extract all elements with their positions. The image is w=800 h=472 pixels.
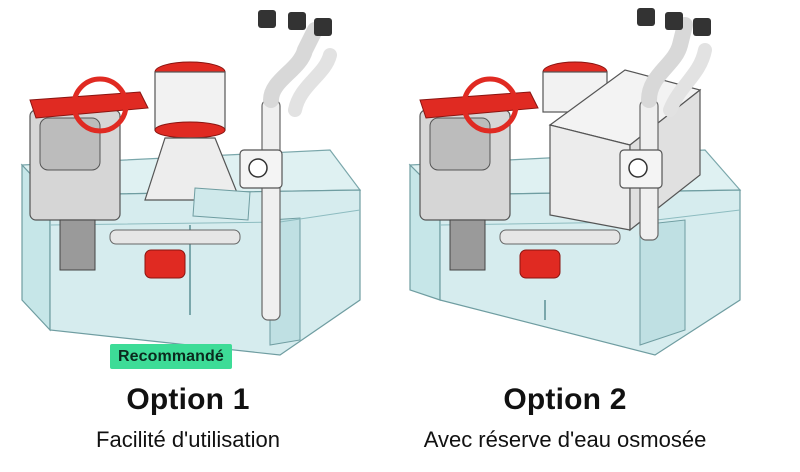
skimmer-pump — [519, 249, 561, 279]
valve-knob — [665, 12, 683, 30]
option-2-card: Option 2 Avec réserve d'eau osmosée — [400, 0, 800, 472]
valve-knob — [314, 18, 332, 36]
valve-knob — [637, 8, 655, 26]
option-1-subtitle: Facilité d'utilisation — [96, 427, 280, 452]
option-2-subtitle: Avec réserve d'eau osmosée — [423, 427, 707, 452]
skimmer-collar — [154, 121, 226, 139]
return-pipe-bend — [263, 22, 323, 108]
return-pipe-bend — [641, 17, 693, 108]
filter-roller-base — [59, 219, 96, 271]
option-1-card: Recommandé Option 1 Facilité d'utilisati… — [20, 10, 362, 452]
skimmer-pump — [144, 249, 186, 279]
option-1-title: Option 1 — [126, 383, 250, 416]
filter-roll — [39, 117, 101, 171]
pump-dial — [248, 158, 268, 178]
sump-illustration-option-1 — [20, 10, 362, 356]
horizontal-pipe — [499, 229, 621, 245]
filter-roller-red-ring — [71, 76, 129, 134]
skimmer-cup — [154, 71, 226, 131]
chamber-panel — [639, 219, 686, 346]
pump-dial — [628, 158, 648, 178]
valve-knob — [693, 18, 711, 36]
filter-roller-red-ring — [461, 76, 519, 134]
valve-knob — [288, 12, 306, 30]
filter-roller-red-frame — [29, 91, 149, 119]
overflow-plate — [192, 187, 251, 221]
valve-knob — [258, 10, 276, 28]
sump-illustration-option-2 — [408, 8, 742, 356]
filter-roller-base — [449, 219, 486, 271]
feed-pipe — [288, 48, 337, 117]
recommended-badge: Recommandé — [110, 344, 232, 369]
horizontal-pipe — [109, 229, 241, 245]
filter-roller-red-frame — [419, 91, 539, 119]
option-2-title: Option 2 — [503, 383, 627, 416]
feed-pipe — [663, 43, 712, 117]
filter-roll — [429, 117, 491, 171]
return-pipe — [261, 99, 281, 321]
